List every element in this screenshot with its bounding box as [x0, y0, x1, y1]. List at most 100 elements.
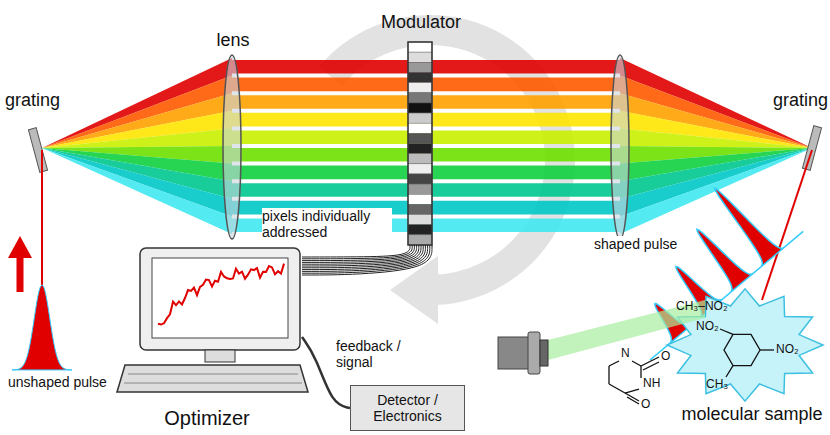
- node-label: molecular sample: [678, 404, 826, 425]
- pixel-wire: [302, 245, 410, 257]
- process-box: Detector / Electronics: [350, 385, 465, 431]
- modulator-pixel: [408, 103, 432, 113]
- unshaped-pulse-shape: [12, 285, 72, 370]
- beam-fan: [42, 148, 232, 234]
- modulator-pixel: [408, 113, 432, 123]
- pixel-wire: [302, 245, 414, 261]
- pulse-label: shaped pulse: [594, 236, 677, 252]
- part-label-group: molecular sample: [678, 400, 826, 428]
- cycle-arrowhead: [390, 256, 438, 324]
- part-label-group: grating: [756, 90, 828, 180]
- pixel-wire: [302, 245, 430, 273]
- computer: [117, 248, 308, 392]
- pixel-wire: [302, 245, 421, 266]
- bond: [625, 389, 639, 393]
- pulse-label: unshaped pulse: [8, 374, 107, 390]
- modulator-pixel: [408, 42, 432, 52]
- atom-label: O: [661, 350, 670, 364]
- bond: [726, 366, 733, 377]
- chemical-group: CH₃: [706, 378, 728, 392]
- node-label: grating: [756, 90, 828, 111]
- modulator-pixel: [408, 154, 432, 164]
- beam-fan: [620, 76, 812, 148]
- edge-label: feedback / signal: [336, 338, 410, 370]
- modulator-pixel: [408, 123, 432, 133]
- beam-fan: [42, 111, 232, 148]
- node-label: Modulator: [370, 12, 472, 33]
- node-label: Optimizer: [112, 407, 302, 430]
- modulator-pixels: [408, 42, 432, 245]
- modulator-pixel: [408, 184, 432, 194]
- monitor-frame: [140, 248, 300, 350]
- edge-label: pixels individually addressed: [262, 208, 392, 240]
- beam-fan: [42, 58, 232, 148]
- node-label: Detector / Electronics: [357, 392, 458, 424]
- pixel-wire: [302, 245, 419, 264]
- modulator-pixel: [408, 52, 432, 62]
- modulator-frame: [408, 42, 432, 245]
- modulator-pixel: [408, 235, 432, 245]
- beam-fan: [620, 128, 812, 148]
- pixel-wire: [302, 245, 417, 262]
- bond: [632, 361, 641, 366]
- bond: [609, 384, 625, 393]
- beam-fan: [620, 111, 812, 148]
- beam-fan: [42, 128, 232, 148]
- benzene-ring: [724, 334, 760, 365]
- monitor-stand: [205, 350, 235, 362]
- pixel-wire: [302, 245, 428, 271]
- sample: [498, 289, 823, 404]
- atom-label: N: [621, 347, 630, 361]
- modulator-pixel: [408, 164, 432, 174]
- modulator-pixel: [408, 144, 432, 154]
- detector-body: [498, 337, 530, 369]
- pixel-wire: [302, 245, 432, 275]
- monitor-screen: [152, 258, 288, 338]
- bond: [609, 361, 619, 366]
- keyboard-row: [128, 374, 298, 375]
- direction-arrowhead: [8, 236, 32, 258]
- detector-lens: [540, 340, 548, 366]
- atom-label: NH: [643, 377, 660, 391]
- modulator-pixel: [408, 93, 432, 103]
- chemical-group: NO₂: [696, 320, 719, 334]
- spectral-beams: [42, 58, 812, 234]
- molecule-bonds: [609, 329, 774, 404]
- bond: [760, 349, 774, 350]
- part-label-group: grating: [5, 90, 77, 180]
- keyboard-row: [124, 383, 302, 384]
- bond: [643, 362, 659, 370]
- bond: [641, 357, 659, 366]
- beam-fan: [42, 76, 232, 148]
- grating-shape: [28, 128, 47, 173]
- modulator-pixel: [408, 215, 432, 225]
- input-beam-line: [41, 150, 43, 286]
- bond: [720, 329, 733, 334]
- pixel-wire: [302, 245, 412, 259]
- chemical-group: NO₂: [776, 343, 799, 357]
- lens-shape: [223, 55, 241, 239]
- beam-fan: [42, 93, 232, 148]
- chemical-formula: CH₃–NO₂: [676, 300, 728, 314]
- bond: [608, 366, 609, 384]
- gratings: [28, 126, 821, 173]
- modulator-pixel: [408, 133, 432, 143]
- bond: [627, 397, 639, 404]
- excitation-burst: [667, 289, 823, 401]
- modulator-pixel: [408, 194, 432, 204]
- part-label-group: lens: [202, 30, 264, 242]
- grating-shape: [802, 126, 821, 171]
- node-label: grating: [5, 90, 77, 111]
- modulator-pixel: [408, 225, 432, 235]
- modulator-pixel: [408, 174, 432, 184]
- node-label: lens: [202, 30, 264, 51]
- atom-label: O: [641, 398, 650, 412]
- modulator-pixel: [408, 204, 432, 214]
- direction-arrow: [17, 254, 24, 292]
- screen-plot: [158, 264, 284, 325]
